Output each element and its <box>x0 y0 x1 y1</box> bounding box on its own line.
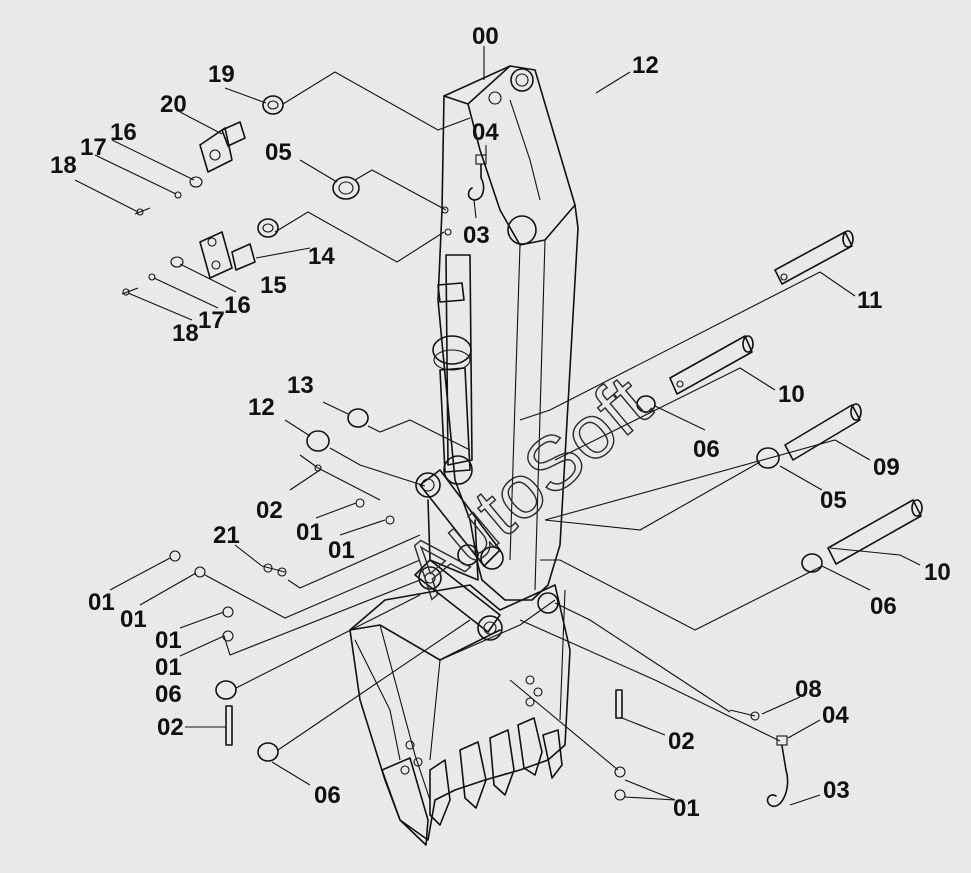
callout-05: 05 <box>265 139 292 166</box>
callout-06: 06 <box>693 436 720 463</box>
callout-02: 02 <box>157 714 184 741</box>
callout-02: 02 <box>256 497 283 524</box>
bucket <box>349 584 571 846</box>
callout-11: 11 <box>857 287 882 314</box>
callout-05: 05 <box>820 487 847 514</box>
callout-03: 03 <box>463 222 490 249</box>
callout-06: 06 <box>314 782 341 809</box>
callout-02: 02 <box>668 728 695 755</box>
callout-10: 10 <box>924 559 951 586</box>
callout-12: 12 <box>248 394 275 421</box>
callout-00: 00 <box>472 23 499 50</box>
callout-08: 08 <box>795 676 822 703</box>
callout-19: 19 <box>208 61 235 88</box>
callout-21: 21 <box>213 522 240 549</box>
callout-03: 03 <box>823 777 850 804</box>
callout-13: 13 <box>287 372 314 399</box>
watermark-text: AutoSoft <box>388 360 666 613</box>
callout-01: 01 <box>328 537 355 564</box>
callout-16: 16 <box>110 119 137 146</box>
leader-lines <box>74 46 921 806</box>
callout-10: 10 <box>778 381 805 408</box>
callout-01: 01 <box>120 606 147 633</box>
callout-06: 06 <box>155 681 182 708</box>
callout-labels: 00 12 19 20 16 17 18 04 05 03 14 15 16 1… <box>50 23 951 822</box>
callout-01: 01 <box>155 654 182 681</box>
bucket-cylinder <box>432 254 473 485</box>
callout-14: 14 <box>308 243 335 270</box>
callout-18: 18 <box>50 152 77 179</box>
callout-01: 01 <box>88 589 115 616</box>
callout-01: 01 <box>673 795 700 822</box>
callout-01: 01 <box>155 627 182 654</box>
callout-04: 04 <box>822 702 849 729</box>
callout-04: 04 <box>472 119 499 146</box>
callout-17: 17 <box>80 134 107 161</box>
callout-20: 20 <box>160 91 187 118</box>
callout-06: 06 <box>870 593 897 620</box>
callout-16: 16 <box>224 292 251 319</box>
loose-parts <box>121 95 923 808</box>
callout-15: 15 <box>260 272 287 299</box>
bucket-linkage <box>414 469 559 641</box>
callout-09: 09 <box>873 454 900 481</box>
callout-12: 12 <box>632 52 659 79</box>
callout-17: 17 <box>198 307 225 334</box>
callout-18: 18 <box>172 320 199 347</box>
callout-01: 01 <box>296 519 323 546</box>
